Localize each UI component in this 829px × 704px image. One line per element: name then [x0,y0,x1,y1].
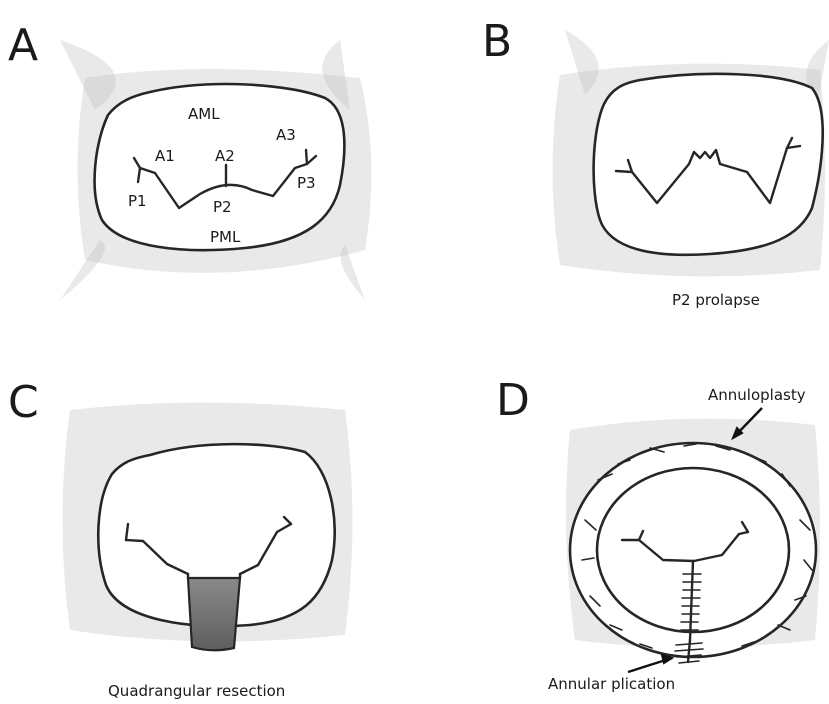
annuloplasty-label: Annuloplasty [708,386,806,404]
label-p2: P2 [213,198,232,216]
panel-d: D Annuloplasty Annular plication [496,375,820,693]
panel-b-letter: B [482,16,512,67]
panel-a-letter: A [8,20,38,71]
label-p3: P3 [297,174,316,192]
panel-b: B P2 prolapse [482,16,829,309]
panel-a: A AML A1 A2 A3 P1 P2 P3 PML [8,20,371,300]
label-aml: AML [188,105,220,123]
annular-plication-label: Annular plication [548,675,675,693]
panel-c-caption: Quadrangular resection [108,682,285,700]
label-p1: P1 [128,192,147,210]
label-a3: A3 [276,126,296,144]
panel-b-valve-annulus [594,74,823,255]
label-a2: A2 [215,147,235,165]
panel-c-resection-area [188,578,240,650]
label-a1: A1 [155,147,175,165]
label-pml: PML [210,228,241,246]
panel-c-letter: C [8,377,39,428]
panel-d-letter: D [496,375,530,426]
panel-c: C Quadrangular resection [8,377,353,700]
annuloplasty-ring-inner [597,468,789,632]
panel-b-caption: P2 prolapse [672,291,760,309]
